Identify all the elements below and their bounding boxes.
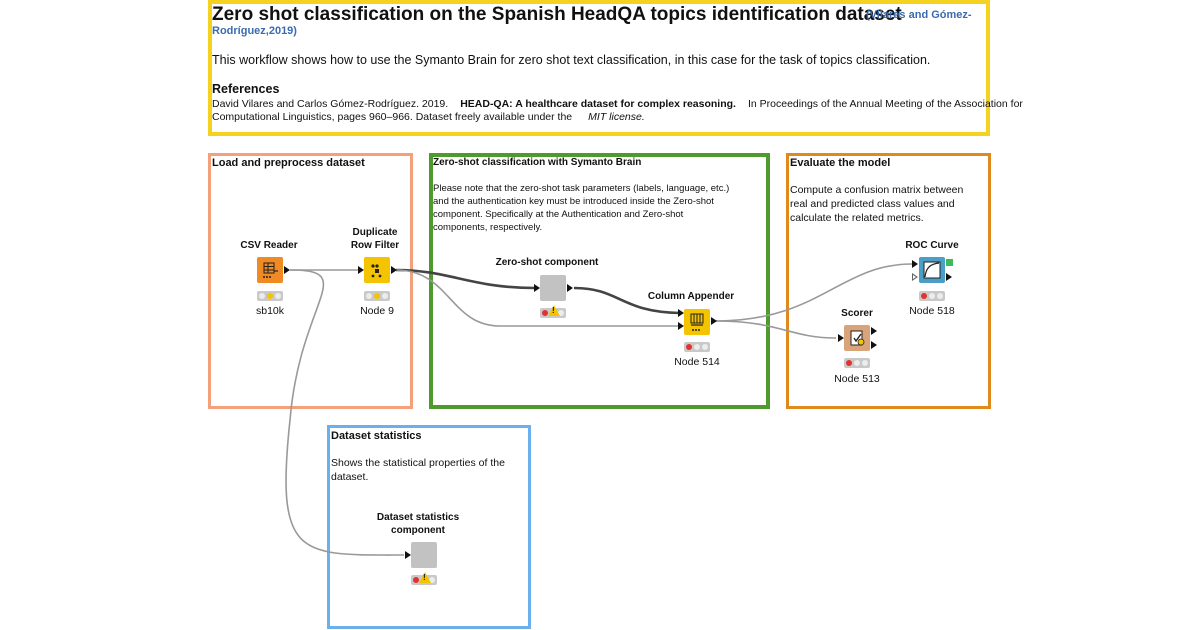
license-link[interactable]: MIT license. — [588, 111, 645, 123]
dataset-stats-label: Dataset statistics component — [376, 512, 460, 536]
zero-shot-out-port[interactable] — [567, 284, 573, 292]
roc-curve-id[interactable]: Node 518 — [909, 305, 955, 317]
duplicate-filter-label: Duplicate Row Filter — [350, 227, 400, 251]
scorer-label: Scorer — [841, 308, 873, 319]
stats-annotation-box — [327, 425, 531, 629]
reference-line-2: Computational Linguistics, pages 960–966… — [212, 111, 645, 123]
dataset-stats-component-node[interactable] — [411, 542, 437, 568]
eval-box-title: Evaluate the model — [790, 157, 891, 169]
column-appender-in-port-2[interactable] — [678, 322, 684, 330]
stats-box-text: Shows the statistical properties of the … — [331, 457, 505, 483]
column-appender-out-port[interactable] — [711, 317, 717, 325]
column-appender-in-port-1[interactable] — [678, 309, 684, 317]
connection-appender-to-scorer[interactable] — [715, 320, 837, 339]
csv-reader-label: CSV Reader — [240, 240, 298, 251]
column-appender-label: Column Appender — [647, 291, 735, 302]
zero-shot-label: Zero-shot component — [495, 257, 599, 268]
workflow-title: Zero shot classification on the Spanish … — [212, 4, 902, 25]
workflow-description: This workflow shows how to use the Syman… — [212, 53, 931, 67]
column-appender-status — [684, 342, 710, 352]
zero-box-title: Zero-shot classification with Symanto Br… — [433, 157, 642, 168]
scorer-out-port-1[interactable] — [871, 327, 877, 335]
filter-icon — [371, 264, 382, 278]
roc-curve-image-port[interactable] — [946, 259, 953, 266]
connection-filter-to-zeroshot[interactable] — [395, 268, 536, 290]
connection-zeroshot-to-appender[interactable] — [573, 286, 681, 315]
citation-link[interactable]: (Vilares and Gómez- — [866, 9, 972, 21]
scorer-node[interactable] — [844, 325, 870, 351]
roc-curve-flowvar-port[interactable] — [912, 273, 918, 281]
column-appender-id[interactable]: Node 514 — [674, 356, 720, 368]
roc-curve-out-port[interactable] — [946, 273, 952, 281]
zero-box-text: Please note that the zero-shot task para… — [433, 183, 730, 233]
connection-csv-to-stats[interactable] — [285, 269, 405, 556]
table-icon — [263, 262, 278, 278]
ref-authors: David Vilares and Carlos Gómez-Rodríguez… — [212, 98, 449, 110]
citation-link-cont[interactable]: Rodríguez,2019) — [212, 25, 297, 37]
roc-curve-label: ROC Curve — [905, 240, 959, 251]
zero-shot-component-node[interactable] — [540, 275, 566, 301]
load-annotation-box — [208, 153, 413, 409]
ref-venue-cont: Computational Linguistics, pages 960–966… — [212, 111, 573, 123]
connection-appender-to-roc[interactable] — [715, 263, 913, 322]
csv-reader-id[interactable]: sb10k — [255, 305, 285, 317]
connection-filter-to-appender[interactable] — [395, 269, 680, 327]
append-icon — [690, 313, 704, 331]
csv-reader-node[interactable] — [257, 257, 283, 283]
duplicate-filter-in-port[interactable] — [358, 266, 364, 274]
dataset-stats-in-port[interactable] — [405, 551, 411, 559]
eval-box-text: Compute a confusion matrix between real … — [790, 184, 964, 224]
reference-line-1: David Vilares and Carlos Gómez-Rodríguez… — [212, 98, 1023, 110]
scorer-status — [844, 358, 870, 368]
roc-curve-node[interactable] — [919, 257, 945, 283]
dataset-stats-status: ! — [411, 572, 437, 585]
csv-reader-out-port[interactable] — [284, 266, 290, 274]
duplicate-filter-id[interactable]: Node 9 — [360, 305, 394, 317]
zero-shot-status: ! — [540, 305, 566, 318]
curve-icon — [923, 261, 941, 279]
load-box-title: Load and preprocess dataset — [212, 157, 365, 169]
scorer-id[interactable]: Node 513 — [834, 373, 880, 385]
ref-paper-title: HEAD-QA: A healthcare dataset for comple… — [460, 98, 736, 110]
csv-reader-status — [257, 291, 283, 301]
header-annotation — [208, 0, 990, 136]
warning-icon — [548, 305, 560, 316]
column-appender-node[interactable] — [684, 309, 710, 335]
scorer-in-port[interactable] — [838, 334, 844, 342]
scorer-out-port-2[interactable] — [871, 341, 877, 349]
roc-curve-status — [919, 291, 945, 301]
evaluate-annotation-box — [786, 153, 991, 409]
stats-box-title: Dataset statistics — [331, 430, 422, 442]
references-heading: References — [212, 82, 280, 96]
ref-venue: In Proceedings of the Annual Meeting of … — [747, 98, 1023, 110]
zero-shot-in-port[interactable] — [534, 284, 540, 292]
roc-curve-in-port[interactable] — [912, 260, 918, 268]
duplicate-filter-status — [364, 291, 390, 301]
scorer-icon — [850, 330, 865, 346]
duplicate-filter-out-port[interactable] — [391, 266, 397, 274]
warning-icon — [419, 572, 431, 583]
duplicate-filter-node[interactable] — [364, 257, 390, 283]
